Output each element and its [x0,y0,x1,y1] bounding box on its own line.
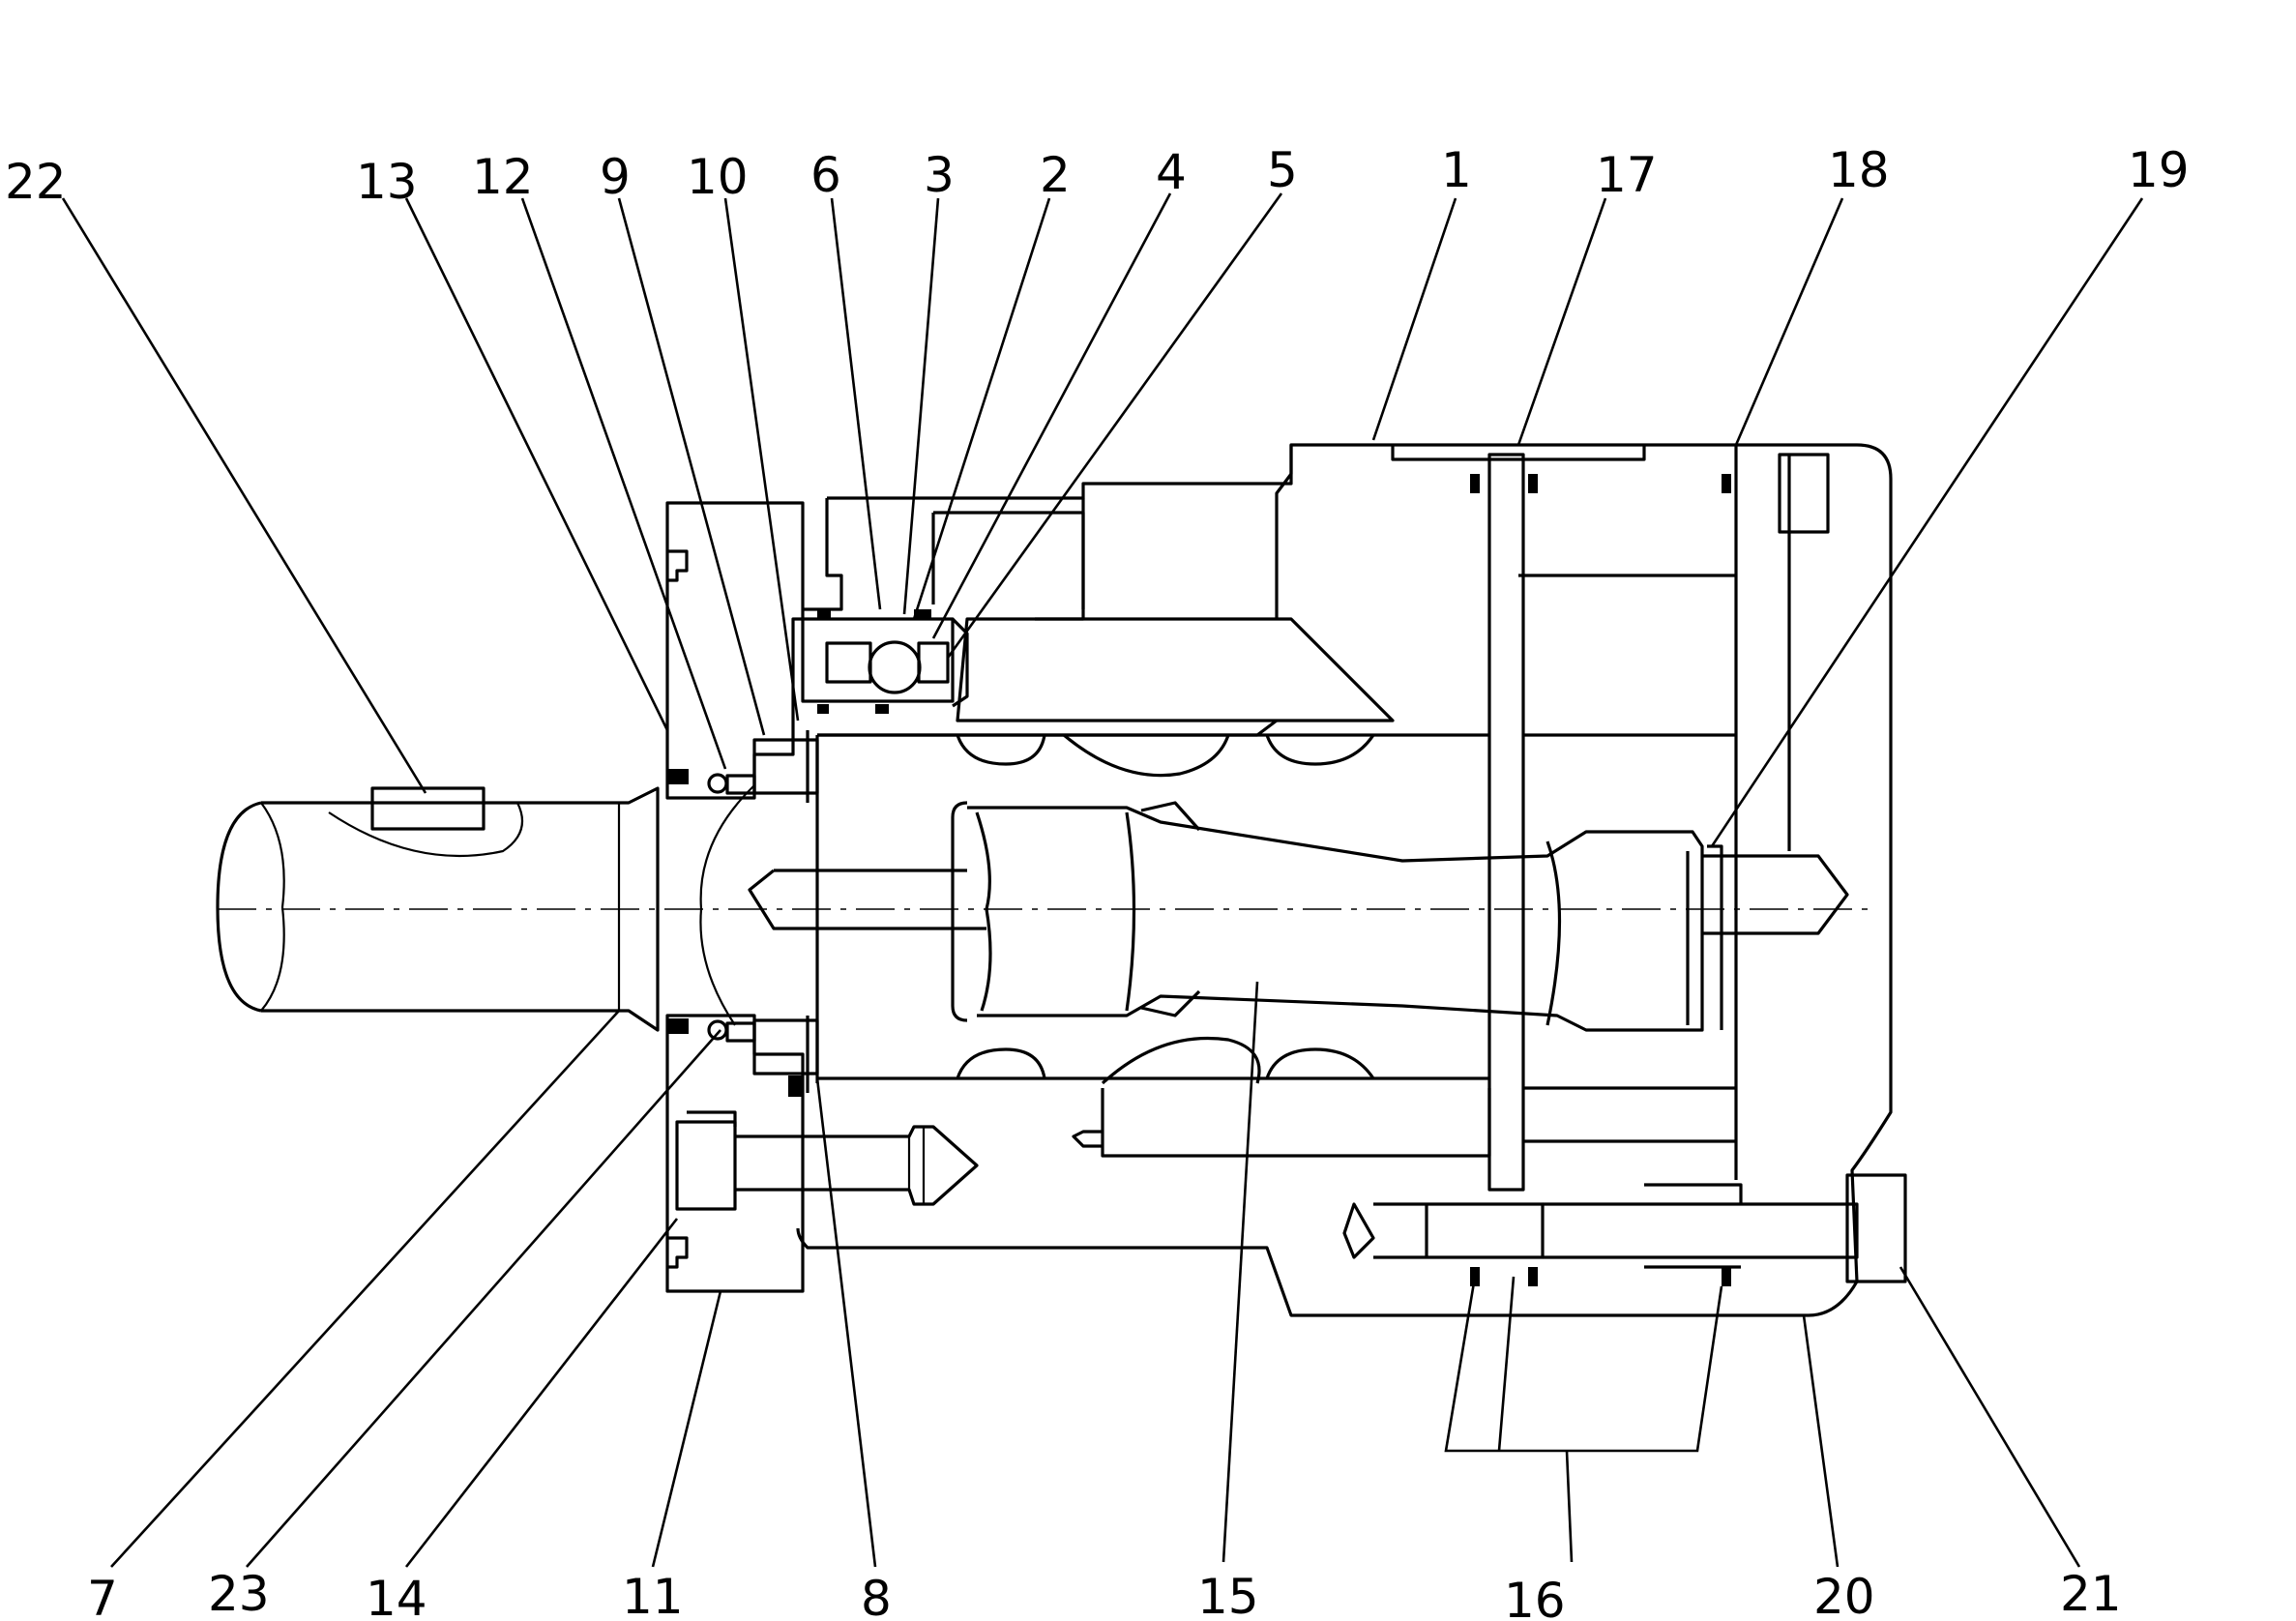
label-17: 17 [1596,147,1658,203]
label-20: 20 [1813,1569,1875,1621]
leader-lines [61,192,2144,1568]
label-19: 19 [2128,142,2190,198]
label-4: 4 [1156,144,1187,200]
label-15: 15 [1197,1569,1259,1621]
right-fixings [1470,445,1830,1192]
bottom-bolt [1342,1173,1907,1286]
cylinder-block [817,733,1491,1158]
labels-bottom: 7 23 14 11 8 15 16 20 21 [87,1566,2122,1621]
label-21: 21 [2060,1566,2122,1621]
labels-top: 22 13 12 9 10 6 3 2 4 5 1 17 18 19 [5,142,2190,210]
input-shaft [216,786,660,1032]
shaft-seals [667,769,756,1043]
label-12: 12 [472,149,534,205]
shaft-key [370,786,486,831]
label-3: 3 [924,147,955,203]
label-23: 23 [208,1566,270,1621]
bearing-blocks [752,730,819,1097]
label-18: 18 [1828,142,1890,198]
label-5: 5 [1267,142,1298,198]
label-7: 7 [87,1571,118,1621]
label-1: 1 [1441,142,1472,198]
label-13: 13 [356,154,418,210]
label-2: 2 [1040,147,1071,203]
label-16: 16 [1504,1573,1566,1621]
label-6: 6 [810,147,841,203]
label-10: 10 [687,149,749,205]
bearing-assembly [801,609,1395,737]
front-cover [665,501,979,1293]
label-11: 11 [622,1569,684,1621]
label-9: 9 [600,149,631,205]
label-22: 22 [5,154,67,210]
label-14: 14 [366,1571,427,1621]
label-8: 8 [861,1571,892,1621]
drive-shaft [748,801,1849,1032]
